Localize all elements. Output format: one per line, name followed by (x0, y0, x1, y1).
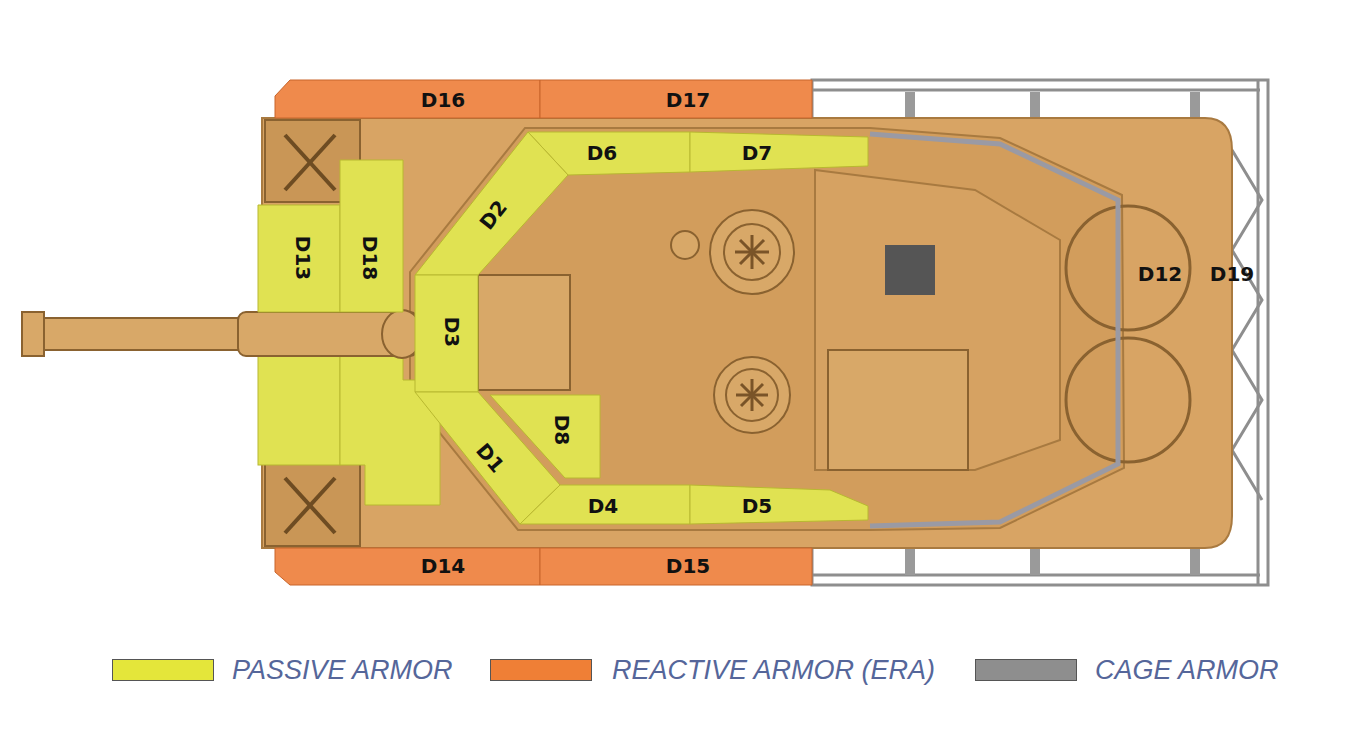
panel-label: D4 (588, 496, 619, 516)
rear-drum (1066, 206, 1190, 330)
periscope (671, 231, 699, 259)
cage-zigzag (1232, 150, 1262, 500)
passive-panel: D13 (258, 205, 340, 312)
legend-swatch (112, 659, 214, 681)
muzzle (22, 312, 44, 356)
passive-block (258, 352, 340, 465)
passive-panel: D7 (690, 132, 868, 172)
hatch (714, 357, 790, 433)
panel-label: D14 (421, 556, 465, 576)
legend-swatch (490, 659, 592, 681)
era-panel: D15 (540, 548, 812, 585)
cage-bar (1257, 80, 1260, 585)
panel-label: D17 (666, 90, 710, 110)
legend-text: PASSIVE ARMOR (232, 657, 453, 684)
hull (262, 118, 1232, 548)
panel-label: D16 (421, 90, 465, 110)
panel-shape (690, 485, 868, 524)
cage-bar (812, 89, 1260, 92)
panel-outline (690, 132, 868, 172)
panel-label: D7 (742, 143, 773, 163)
panel-shape (540, 548, 812, 585)
turret (410, 128, 1124, 530)
panel-shape (258, 205, 340, 312)
era-panel: D14 (275, 548, 540, 585)
hatch (710, 210, 794, 294)
star-line (740, 240, 764, 264)
wheel-mark (285, 135, 335, 190)
panel-outline (690, 485, 868, 524)
legend-text: CAGE ARMOR (1095, 657, 1279, 684)
hatch-stars (735, 235, 769, 411)
turret-bustle (815, 170, 1060, 470)
panel-shape (275, 80, 540, 118)
track-end (265, 464, 360, 546)
panel-shape (520, 485, 690, 524)
panel-label: D3 (442, 317, 462, 348)
panel-shape (540, 80, 812, 118)
star-line (741, 384, 763, 406)
passive-panel: D3 (415, 275, 478, 392)
panel-shape (415, 132, 568, 275)
panel-label: D13 (293, 236, 313, 280)
panel-label: D5 (742, 496, 773, 516)
panel-label: D15 (666, 556, 710, 576)
armor-callout: D19 (1210, 264, 1254, 284)
gun (22, 310, 422, 358)
panel-shape (340, 160, 403, 312)
armor-callout: D12 (1138, 264, 1182, 284)
legend-text: REACTIVE ARMOR (ERA) (612, 657, 935, 684)
stanchion (1030, 545, 1040, 575)
stanchion (905, 545, 915, 575)
star-line (740, 240, 764, 264)
era-panel: D16 (275, 80, 540, 118)
wheel-mark (285, 478, 335, 533)
wheel-mark (285, 135, 335, 190)
panel-shape (690, 132, 868, 172)
stanchion (1190, 545, 1200, 575)
panel-label: D6 (587, 143, 618, 163)
panel-outline (275, 548, 540, 585)
legend-swatch (975, 659, 1077, 681)
rear-drum (1066, 338, 1190, 462)
panel-shape (275, 548, 540, 585)
passive-panel: D18 (340, 160, 403, 312)
star-line (741, 384, 763, 406)
passive-panel: D5 (690, 485, 868, 524)
hatch-inner (724, 224, 780, 280)
panel-label: D18 (360, 236, 380, 280)
era-panel: D17 (540, 80, 812, 118)
passive-panel: D1 (415, 392, 560, 524)
panel-outline (275, 80, 540, 118)
turret-cage (870, 134, 1118, 526)
hatches (671, 210, 794, 433)
wheel-mark (285, 478, 335, 533)
vent (885, 245, 935, 295)
roof-plate (828, 350, 968, 470)
panel-label: D8 (552, 415, 572, 446)
gunner-sight (478, 275, 570, 390)
hatch-inner (726, 369, 778, 421)
panel-shape (415, 392, 560, 524)
passive-panel: D4 (520, 485, 690, 524)
panel-shape (415, 275, 478, 392)
passive-panel: D2 (415, 132, 568, 275)
